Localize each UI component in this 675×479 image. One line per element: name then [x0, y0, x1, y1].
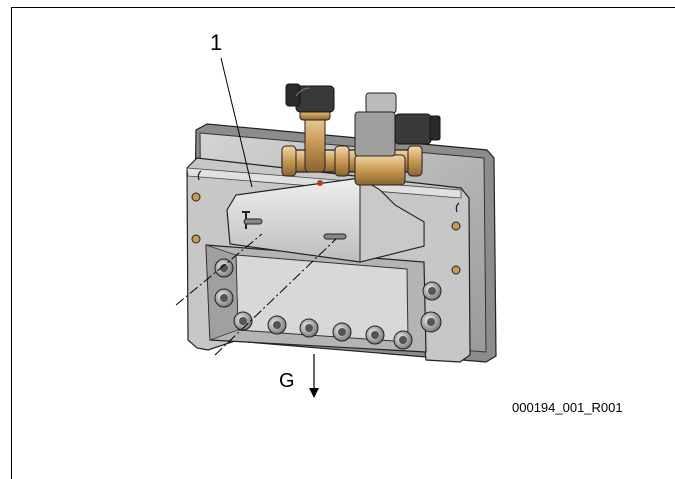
reference-code: 000194_001_R001	[512, 400, 623, 415]
callout-leader	[220, 57, 253, 188]
center-line	[175, 233, 263, 306]
cable-gland	[299, 318, 319, 338]
cable-compartment	[205, 244, 427, 353]
cable-gland	[267, 315, 287, 335]
solenoid-valve-left	[285, 83, 335, 113]
cable-gland	[214, 258, 234, 278]
cable-gland	[393, 330, 413, 350]
flow-label: G	[279, 370, 295, 392]
cable-gland	[422, 281, 442, 301]
cable-gland	[214, 288, 234, 308]
cable-gland	[332, 322, 352, 342]
flow-arrow	[309, 354, 319, 398]
cable-gland	[365, 325, 385, 345]
figure-border	[11, 7, 675, 479]
front-cover	[226, 177, 425, 263]
center-line	[214, 238, 337, 356]
cable-gland	[420, 311, 442, 333]
cable-gland	[233, 311, 253, 331]
cable-glands	[214, 258, 442, 350]
callout-number: 1	[210, 30, 223, 55]
solenoid-valve-right	[354, 92, 441, 157]
